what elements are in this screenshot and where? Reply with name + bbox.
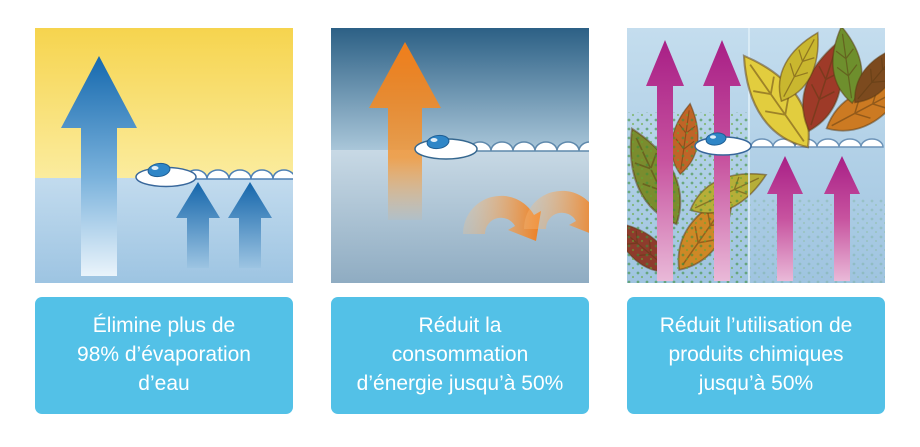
heat-retained-arrow-icon xyxy=(462,195,541,241)
bubble-cover-surface xyxy=(750,138,884,148)
chemicals-arrow-short-icon xyxy=(767,156,803,281)
pool-cover-icon xyxy=(135,162,197,188)
caption-line: Réduit l’utilisation de xyxy=(659,314,853,338)
evaporation-illustration xyxy=(35,28,293,283)
heat-loss-arrow-icon xyxy=(369,42,441,220)
caption-line: jusqu’à 50% xyxy=(698,371,814,395)
sky-background xyxy=(331,28,589,150)
caption-line: Réduit la xyxy=(418,314,502,338)
sky-background xyxy=(35,28,293,178)
chemicals-arrow-tall-icon xyxy=(646,40,684,281)
chemicals-arrow-tall-icon xyxy=(703,40,741,281)
large-evaporation-arrow-icon xyxy=(61,56,137,276)
caption-line: Élimine plus de xyxy=(92,314,236,338)
algae-speckles-faint xyxy=(749,198,885,283)
small-evaporation-arrow-icon xyxy=(176,182,220,268)
caption-line: consommation xyxy=(391,343,529,367)
bubble-cover-surface xyxy=(468,141,589,152)
caption-energy: Réduit la consommation d’énergie jusqu’à… xyxy=(331,297,589,414)
pool-cover-icon xyxy=(694,132,752,156)
caption-chemicals: Réduit l’utilisation de produits chimiqu… xyxy=(627,297,885,414)
caption-line: d’eau xyxy=(138,371,190,395)
infographic: Élimine plus de 98% d’évaporation d’eau xyxy=(35,28,885,414)
panel-chemicals: Réduit l’utilisation de produits chimiqu… xyxy=(627,28,885,414)
panel-energy: Réduit la consommation d’énergie jusqu’à… xyxy=(331,28,589,414)
chemicals-illustration xyxy=(627,28,885,283)
panel-evaporation: Élimine plus de 98% d’évaporation d’eau xyxy=(35,28,293,414)
small-evaporation-arrow-icon xyxy=(228,182,272,268)
caption-line: 98% d’évaporation xyxy=(77,343,251,367)
caption-line: produits chimiques xyxy=(668,343,844,367)
caption-line: d’énergie jusqu’à 50% xyxy=(356,371,564,395)
energy-illustration xyxy=(331,28,589,283)
caption-evaporation: Élimine plus de 98% d’évaporation d’eau xyxy=(35,297,293,414)
chemicals-arrow-short-icon xyxy=(824,156,860,281)
pool-cover-icon xyxy=(414,134,478,160)
